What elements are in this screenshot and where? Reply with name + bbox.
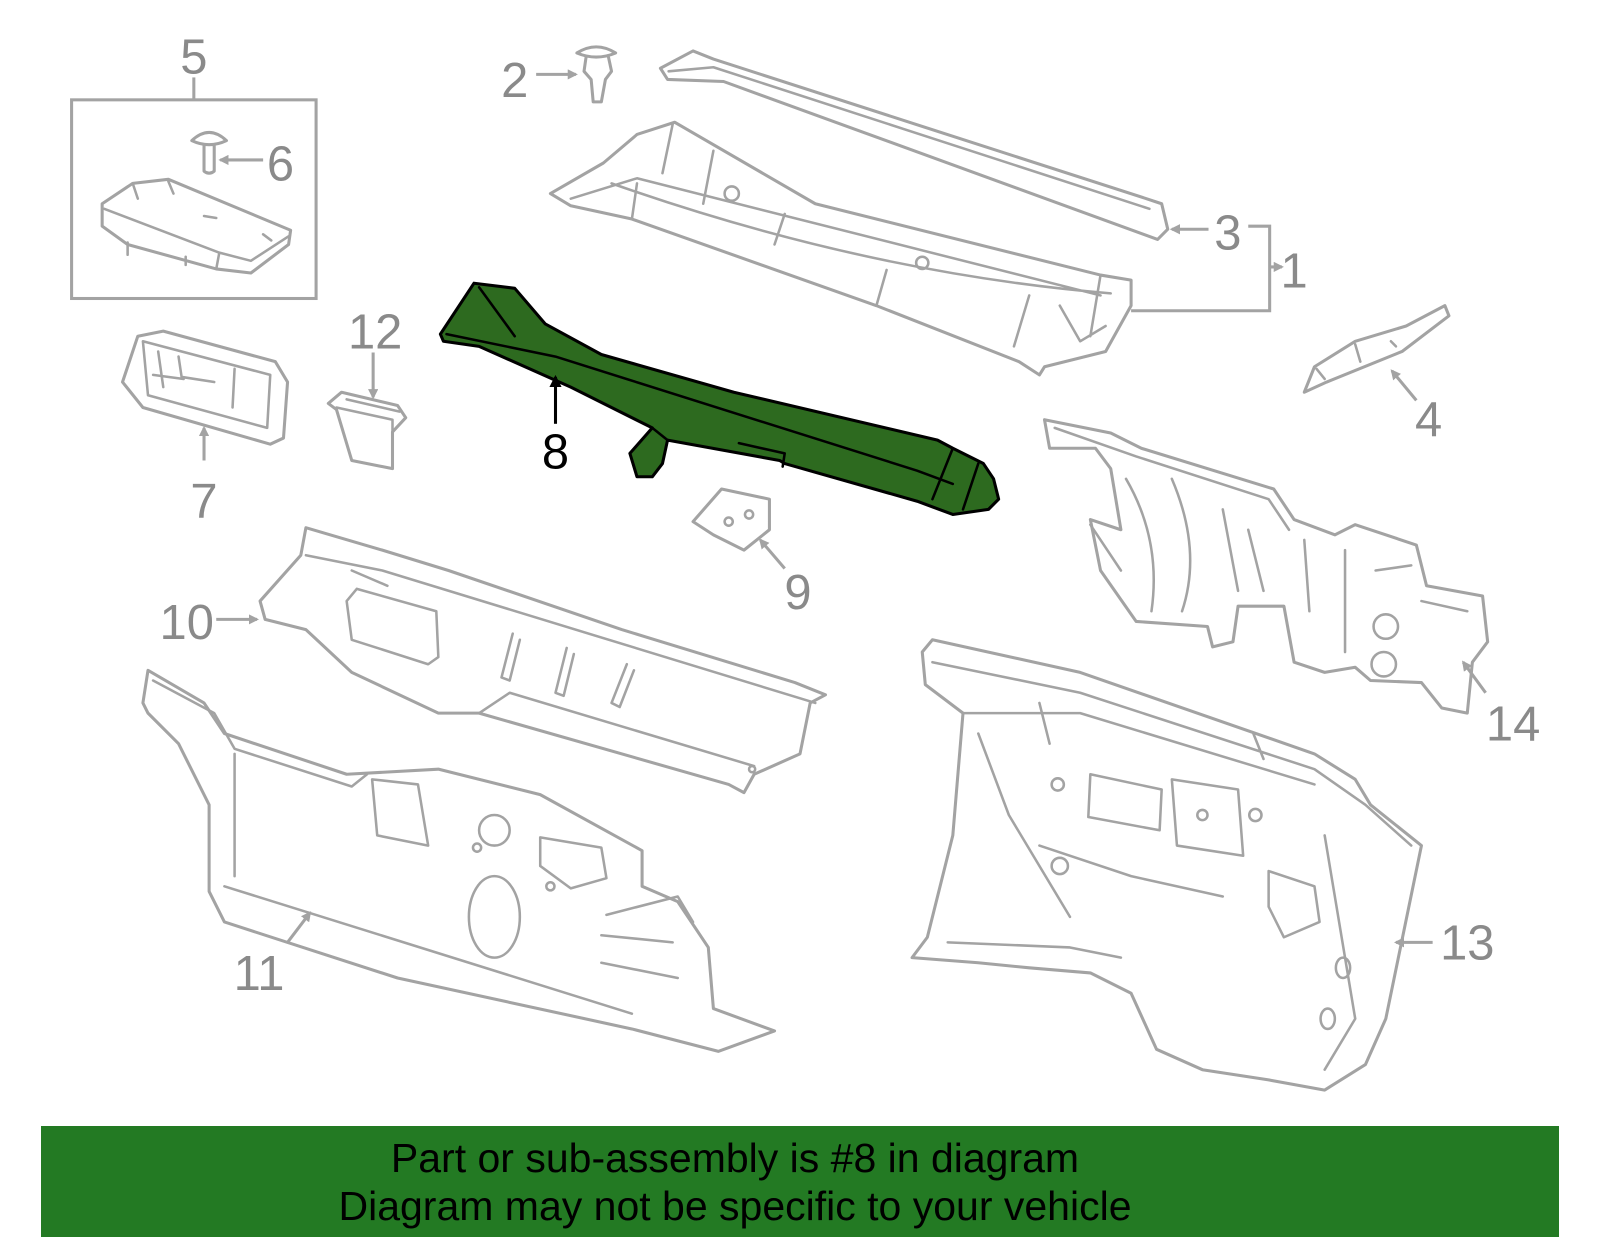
part-13-panel [910,638,1423,1092]
part-8-group [438,281,1001,517]
part-5-bracket-detail [102,180,290,271]
part-13-hole [1334,956,1352,980]
part-8-detail [445,286,980,511]
part-11-hole [477,813,511,847]
part-6-pin [190,130,228,175]
part-1-hole [723,185,741,202]
part-7-detail [141,340,272,430]
part-14-leader [1461,660,1487,694]
callout-10: 10 [160,596,214,650]
part-13-hole [1050,777,1066,792]
part-9-group [691,487,786,570]
part-5-group [70,77,318,301]
part-12-detail [335,398,401,434]
part-9-hole [723,516,735,527]
part-13-hole [1319,1007,1337,1031]
part-4-leader [1390,369,1418,402]
part-1-cowl-detail [569,123,1112,348]
part-13-hole [1050,856,1070,876]
callout-12: 12 [348,305,402,359]
part-9-hole [743,509,755,520]
part-14-group [1042,418,1490,715]
callout-8: 8 [542,426,569,480]
part-3-strip-detail [667,65,1151,211]
part-7-vent [120,329,290,446]
part-14-detail [1053,426,1469,654]
part-13-hole [1196,808,1209,822]
part-8-highlighted-part [438,281,1001,517]
part-4-detail [1315,340,1398,381]
part-11-panel [141,668,777,1053]
callout-4: 4 [1415,393,1442,447]
part-11-hole [545,880,556,892]
part-4-group [1302,304,1451,402]
part-1-group [548,120,1282,377]
callout-7: 7 [190,475,217,529]
callout-2: 2 [501,54,528,108]
callout-3: 3 [1214,207,1241,261]
part-3-group [658,49,1209,241]
part-10-hole [747,764,757,774]
callout-11: 11 [234,947,285,1001]
part-3-strip [658,49,1170,241]
part-11-detail [151,679,695,1015]
part-13-hole [1247,807,1263,823]
callout-13: 13 [1440,917,1494,971]
callout-1: 1 [1280,244,1307,298]
part-11-hole [471,842,483,853]
part-12-group [326,352,408,471]
part-10-detail [304,553,817,768]
part-7-group [120,329,290,461]
part-10-group [216,526,827,795]
part-14-panel [1042,418,1490,715]
part-14-hole [1370,650,1398,678]
part-10-panel [258,526,827,795]
banner-line-2: Diagram may not be specific to your vehi… [338,1183,1132,1229]
part-11-leader [286,911,312,944]
callout-14: 14 [1486,698,1540,752]
part-2-group [536,45,618,104]
callout-labels: 1 2 3 4 5 6 7 8 9 10 11 12 13 14 [160,30,1541,1001]
part-14-hole [1372,613,1400,641]
callout-6: 6 [267,137,294,191]
part-11-group [141,668,777,1053]
banner-line-1: Part or sub-assembly is #8 in diagram [390,1135,1080,1181]
part-1-hole [914,255,930,271]
part-9-leader [758,538,786,570]
callout-5: 5 [180,30,207,84]
part-2-clip [575,45,618,104]
part-13-detail [931,660,1413,1071]
callout-9: 9 [784,566,811,620]
part-5-bracket [100,177,293,275]
part-11-opening [467,874,522,959]
part-1-cowl-panel [548,120,1133,377]
info-banner: Part or sub-assembly is #8 in diagram Di… [41,1126,1559,1237]
part-1-bracket [1131,224,1282,313]
part-4-bracket [1302,304,1451,394]
part-13-group [910,638,1433,1092]
